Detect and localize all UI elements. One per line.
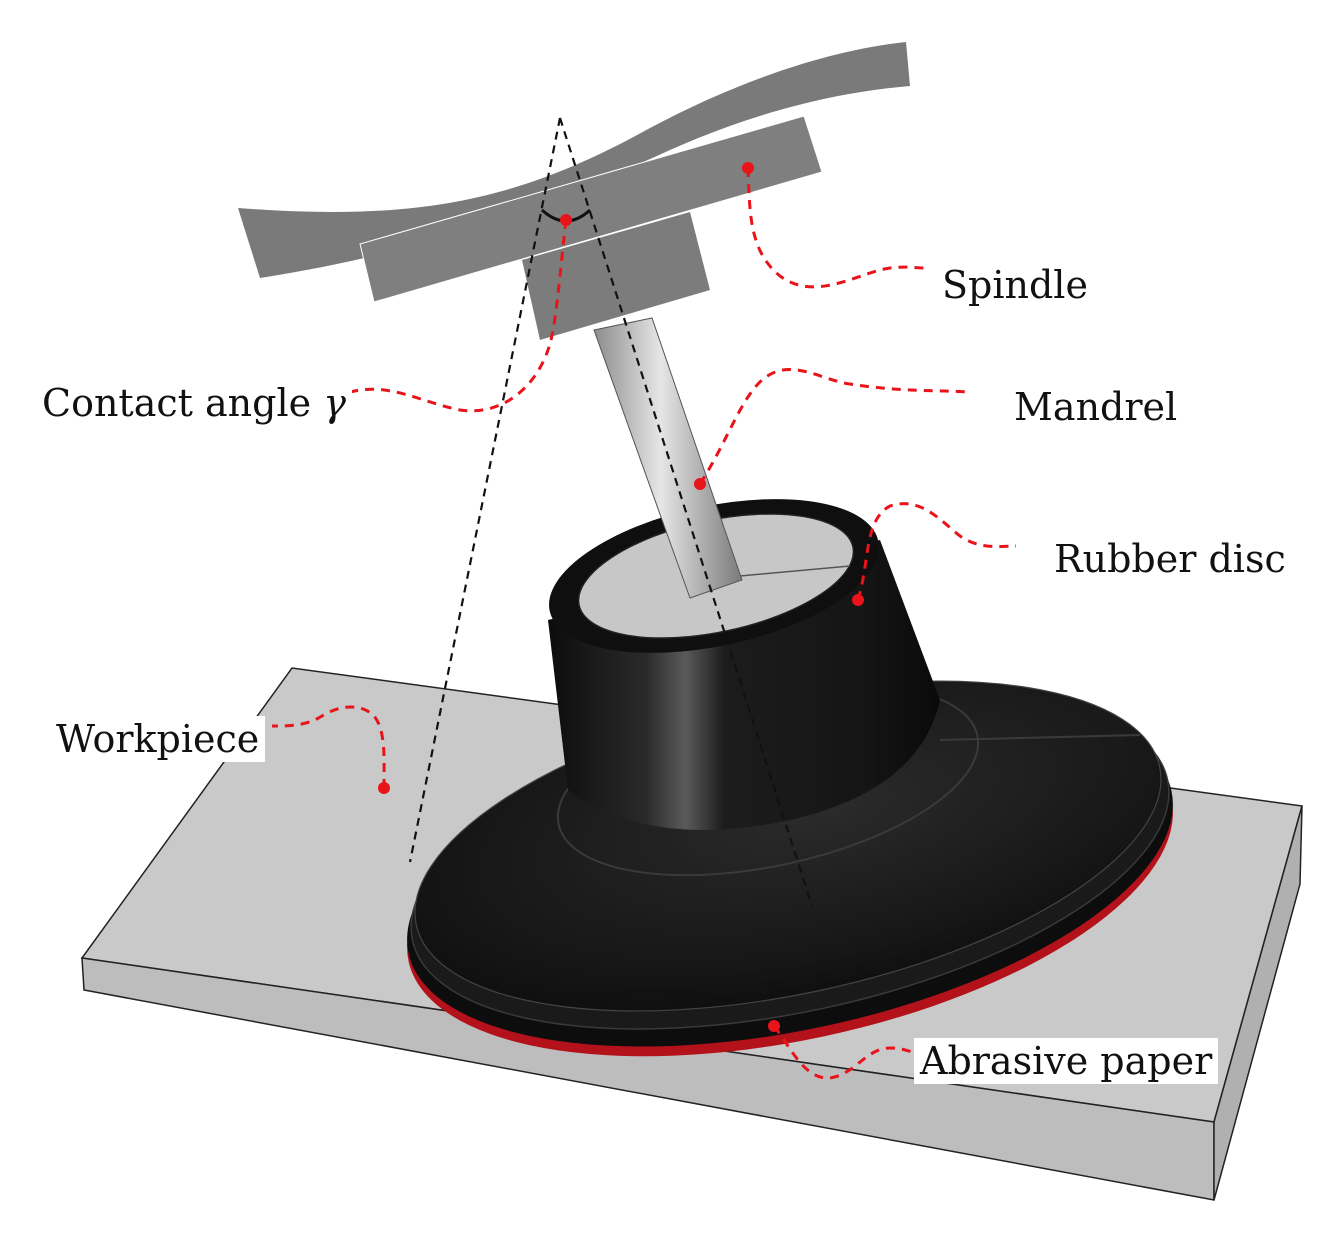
spindle-plate xyxy=(359,115,823,303)
label-workpiece: Workpiece xyxy=(50,716,266,762)
spindle-block xyxy=(522,212,710,340)
leader-rubber-disc xyxy=(856,502,1017,601)
marker-dot-abrasive xyxy=(768,1020,780,1032)
label-rubber-disc: Rubber disc xyxy=(1048,536,1292,582)
label-spindle: Spindle xyxy=(936,262,1094,308)
label-abrasive-paper: Abrasive paper xyxy=(914,1038,1219,1084)
label-contact-angle: Contact angle γ xyxy=(36,380,352,426)
marker-dot-mandrel xyxy=(694,478,706,490)
spindle-arm xyxy=(238,42,910,278)
label-mandrel: Mandrel xyxy=(1008,384,1184,430)
leader-lines xyxy=(271,167,1017,1080)
marker-dot-rubber-disc xyxy=(852,594,864,606)
workpiece-right-face xyxy=(1213,805,1303,1201)
marker-dots xyxy=(378,162,864,1032)
marker-dot-contact-angle xyxy=(560,214,572,226)
leader-spindle xyxy=(746,167,925,289)
contact-angle-text: Contact angle xyxy=(42,381,312,425)
leader-mandrel xyxy=(698,368,971,485)
spindle-assembly xyxy=(238,42,910,340)
gamma-symbol: γ xyxy=(323,381,346,425)
leader-abrasive xyxy=(772,1025,913,1080)
marker-dot-spindle xyxy=(742,162,754,174)
rubber-disc-hub xyxy=(548,499,940,830)
marker-dot-workpiece xyxy=(378,782,390,794)
leader-workpiece xyxy=(271,705,386,789)
